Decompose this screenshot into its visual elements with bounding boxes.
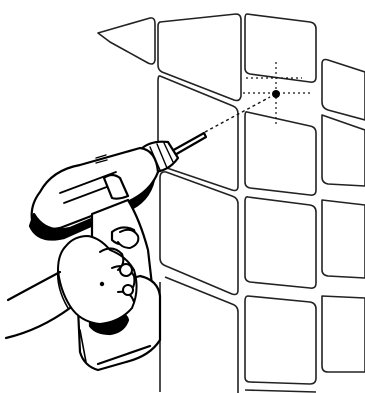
hand-icon	[4, 228, 140, 340]
grip-detail	[99, 281, 105, 287]
aim-line	[204, 96, 271, 133]
drill-target-mark	[272, 90, 280, 98]
